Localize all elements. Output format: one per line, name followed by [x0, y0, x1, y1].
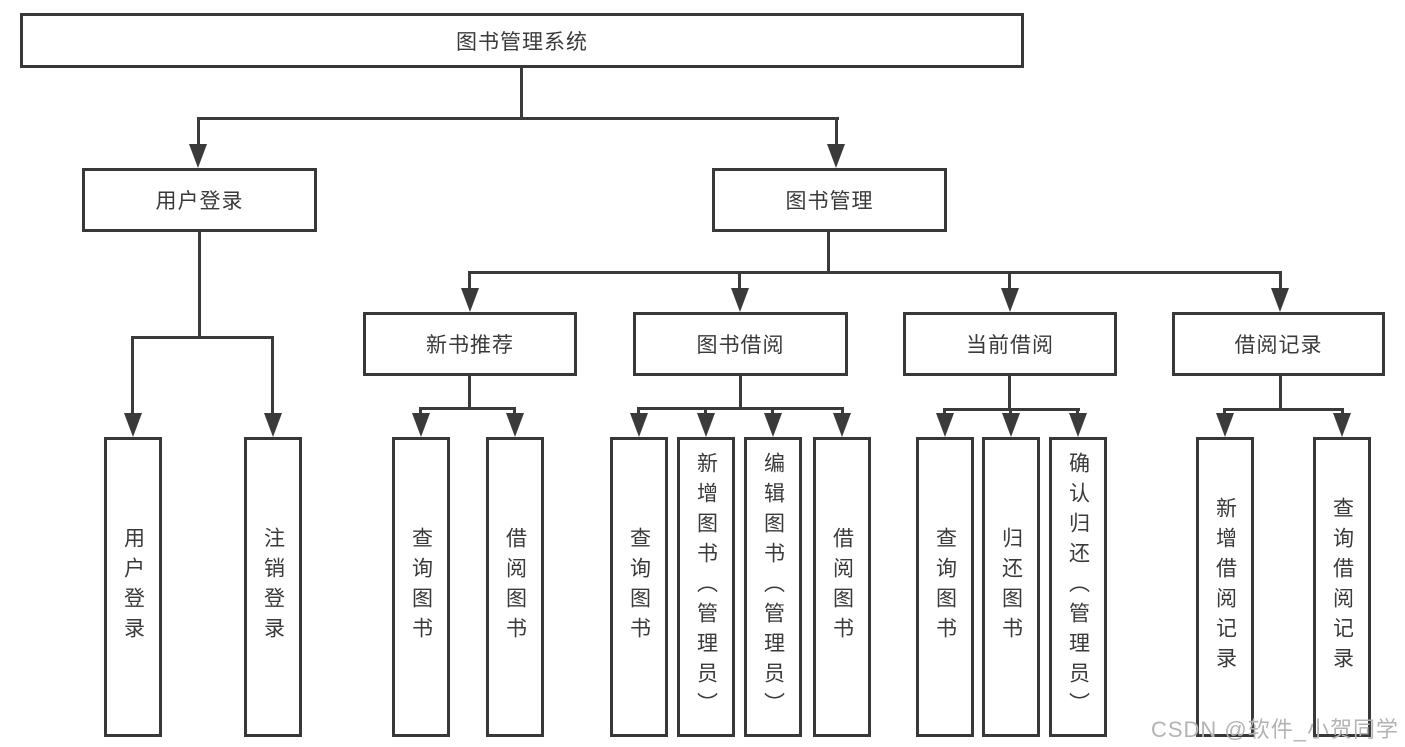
arrowhead	[1216, 413, 1234, 437]
connector-line	[1223, 408, 1344, 411]
connector-line	[1279, 376, 1282, 411]
arrowhead	[1001, 288, 1019, 312]
connector-line	[131, 336, 134, 416]
arrowhead	[461, 288, 479, 312]
connector-line	[513, 407, 516, 417]
leaf-user-login: 用户登录	[104, 437, 162, 737]
node-borrow-records: 借阅记录	[1172, 312, 1385, 376]
connector-line	[637, 407, 844, 410]
leaf-records-add: 新增借阅记录	[1196, 437, 1254, 737]
arrowhead	[506, 413, 524, 437]
node-root: 图书管理系统	[20, 13, 1024, 68]
connector-line	[1008, 376, 1011, 411]
leaf-current-confirm-return: 确认归还（管理员）	[1049, 437, 1107, 737]
leaf-current-return-label: 归还图书	[999, 527, 1023, 647]
node-new-book-recommend-label: 新书推荐	[426, 334, 514, 357]
node-new-book-recommend: 新书推荐	[363, 312, 577, 376]
node-borrow-records-label: 借阅记录	[1234, 334, 1323, 357]
node-book-management-label: 图书管理	[785, 190, 874, 213]
arrowhead	[1069, 413, 1087, 437]
arrowhead	[1002, 413, 1020, 437]
leaf-current-query-label: 查询图书	[933, 527, 957, 647]
connector-line	[468, 376, 471, 410]
connector-line	[419, 407, 422, 417]
leaf-borrow-borrow: 借阅图书	[813, 437, 871, 737]
connector-line	[468, 271, 471, 291]
leaf-user-login-label: 用户登录	[121, 527, 145, 647]
leaf-current-return: 归还图书	[982, 437, 1040, 737]
node-current-borrow: 当前借阅	[903, 312, 1117, 376]
arrowhead	[833, 413, 851, 437]
node-root-label: 图书管理系统	[456, 30, 588, 54]
leaf-current-confirm-return-label: 确认归还（管理员）	[1066, 452, 1090, 722]
leaf-newbook-borrow: 借阅图书	[486, 437, 544, 737]
connector-line	[771, 407, 774, 417]
connector-line	[739, 376, 742, 410]
arrowhead	[264, 413, 282, 437]
arrowhead	[412, 413, 430, 437]
arrowhead	[764, 413, 782, 437]
leaf-borrow-borrow-label: 借阅图书	[830, 527, 854, 647]
leaf-records-query: 查询借阅记录	[1313, 437, 1371, 737]
leaf-logout: 注销登录	[244, 437, 302, 737]
connector-line	[197, 117, 200, 147]
leaf-borrow-query: 查询图书	[610, 437, 668, 737]
connector-line	[704, 407, 707, 417]
connector-line	[1008, 271, 1011, 291]
connector-line	[271, 336, 274, 416]
leaf-borrow-edit: 编辑图书（管理员）	[744, 437, 802, 737]
connector-line	[1223, 408, 1226, 417]
leaf-current-query: 查询图书	[916, 437, 974, 737]
node-book-borrow: 图书借阅	[633, 312, 848, 376]
leaf-records-query-label: 查询借阅记录	[1330, 497, 1354, 677]
arrowhead	[827, 144, 845, 168]
connector-line	[131, 336, 274, 339]
arrowhead	[124, 413, 142, 437]
connector-line	[468, 271, 1282, 274]
connector-line	[943, 408, 946, 417]
arrowhead	[630, 413, 648, 437]
node-book-borrow-label: 图书借阅	[696, 334, 785, 357]
connector-line	[637, 407, 640, 417]
csdn-watermark: CSDN @软件_小贺同学	[1150, 717, 1399, 742]
arrowhead	[936, 413, 954, 437]
node-current-borrow-label: 当前借阅	[966, 334, 1054, 357]
node-book-management: 图书管理	[712, 168, 947, 232]
connector-line	[520, 68, 523, 120]
connector-line	[419, 407, 516, 410]
leaf-borrow-add-label: 新增图书（管理员）	[694, 452, 718, 722]
connector-line	[1279, 271, 1282, 291]
arrowhead	[697, 413, 715, 437]
connector-line	[841, 407, 844, 417]
connector-line	[1009, 408, 1012, 417]
connector-line	[738, 271, 741, 291]
leaf-borrow-query-label: 查询图书	[627, 527, 651, 647]
node-user-login: 用户登录	[82, 168, 317, 232]
leaf-borrow-edit-label: 编辑图书（管理员）	[761, 452, 785, 722]
leaf-borrow-add: 新增图书（管理员）	[677, 437, 735, 737]
leaf-newbook-borrow-label: 借阅图书	[503, 527, 527, 647]
arrowhead	[731, 288, 749, 312]
arrowhead	[1333, 413, 1351, 437]
connector-line	[197, 117, 839, 120]
leaf-records-add-label: 新增借阅记录	[1213, 497, 1237, 677]
connector-line	[827, 232, 830, 274]
arrowhead	[1271, 288, 1289, 312]
connector-line	[1076, 408, 1079, 417]
leaf-logout-label: 注销登录	[261, 527, 285, 647]
connector-line	[835, 117, 838, 147]
leaf-newbook-query-label: 查询图书	[409, 527, 433, 647]
leaf-newbook-query: 查询图书	[392, 437, 450, 737]
connector-line	[198, 232, 201, 338]
node-user-login-label: 用户登录	[155, 190, 244, 213]
arrowhead	[189, 144, 207, 168]
connector-line	[1341, 408, 1344, 417]
